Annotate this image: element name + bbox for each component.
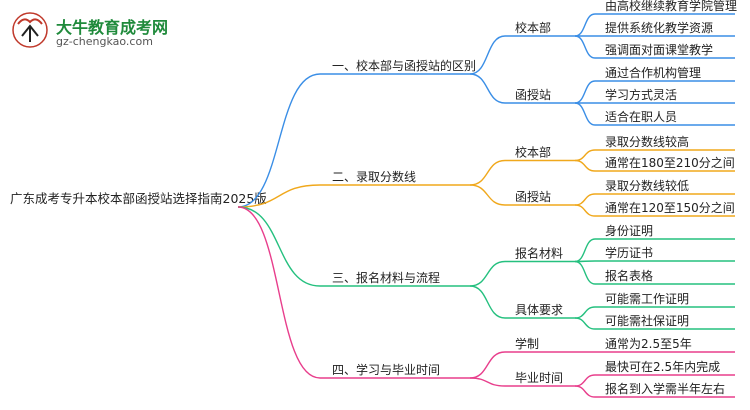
branch-node: 二、录取分数线 [332, 169, 416, 184]
leaf-connector [574, 102, 596, 126]
sub-connector [469, 184, 506, 206]
leaf-node: 通过合作机构管理 [605, 65, 701, 80]
sub-connector [469, 377, 506, 387]
site-logo: 大牛教育成考网 gz-chengkao.com [10, 8, 190, 54]
leaf-connector [574, 193, 596, 206]
leaf-node: 最快可在2.5年内完成 [605, 359, 720, 374]
sub-connector [469, 285, 506, 319]
sub-connector [469, 73, 506, 104]
branch-connector [237, 206, 321, 287]
sub-connector [469, 35, 506, 75]
leaf-node: 提供系统化教学资源 [605, 20, 713, 35]
leaf-connector [574, 260, 596, 285]
branch-connector [237, 73, 321, 208]
leaf-connector [574, 385, 596, 398]
leaf-node: 通常在120至150分之间 [605, 201, 735, 215]
leaf-connector [574, 306, 596, 319]
leaf-connector [574, 317, 596, 330]
sub-node: 学制 [515, 336, 539, 351]
leaf-node: 录取分数线较低 [605, 178, 689, 193]
leaf-connector [574, 35, 596, 59]
sub-node: 报名材料 [515, 246, 563, 261]
leaf-node: 通常在180至210分之间 [605, 156, 735, 170]
leaf-connector [574, 149, 596, 162]
leaf-node: 适合在职人员 [605, 109, 677, 124]
sub-node: 校本部 [515, 145, 551, 160]
sub-node: 函授站 [515, 87, 551, 102]
leaf-node: 录取分数线较高 [605, 134, 689, 149]
sub-node: 校本部 [515, 20, 551, 35]
branch-node: 三、报名材料与流程 [332, 270, 440, 285]
branch-node: 一、校本部与函授站的区别 [332, 58, 476, 73]
leaf-node: 报名表格 [605, 268, 653, 283]
leaf-node: 通常为2.5至5年 [605, 337, 692, 351]
sub-node: 毕业时间 [515, 371, 563, 385]
leaf-node: 可能需工作证明 [605, 292, 689, 306]
logo-title: 大牛教育成考网 [56, 18, 169, 37]
leaf-node: 身份证明 [605, 223, 653, 238]
leaf-connector [574, 238, 596, 263]
leaf-node: 可能需社保证明 [605, 313, 689, 328]
branch-connector [237, 206, 321, 379]
leaf-connector [574, 80, 596, 104]
bull-logo-icon [12, 12, 48, 48]
sub-node: 函授站 [515, 189, 551, 204]
leaf-connector [574, 374, 596, 387]
sub-connector [469, 159, 506, 186]
leaf-connector [574, 13, 596, 37]
leaf-node: 学历证书 [605, 245, 653, 260]
sub-connector [469, 351, 506, 379]
leaf-connector [574, 204, 596, 217]
leaf-connector [574, 159, 596, 172]
leaf-node: 学习方式灵活 [605, 87, 677, 102]
root-node: 广东成考专升本校本部函授站选择指南2025版 [10, 191, 267, 206]
branch-connector [237, 184, 321, 208]
leaf-node: 报名到入学需半年左右 [605, 381, 725, 396]
sub-node: 具体要求 [515, 303, 563, 317]
leaf-node: 由高校继续教育学院管理 [605, 0, 737, 13]
branch-node: 四、学习与毕业时间 [332, 362, 440, 377]
leaf-node: 强调面对面课堂教学 [605, 42, 713, 57]
sub-connector [469, 260, 506, 287]
logo-url: gz-chengkao.com [56, 35, 153, 48]
